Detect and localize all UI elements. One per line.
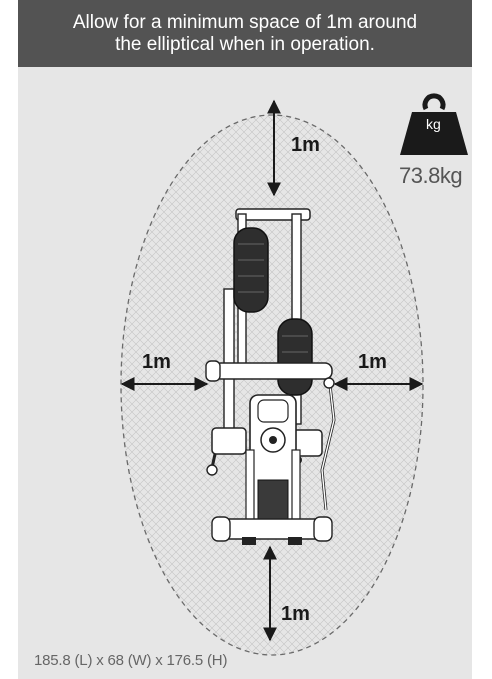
clearance-banner: Allow for a minimum space of 1m around t… [18, 0, 472, 67]
elliptical-machine [205, 208, 336, 545]
label-top-clearance: 1m [291, 134, 320, 156]
label-left-clearance: 1m [142, 351, 171, 373]
label-bottom-clearance: 1m [281, 603, 310, 625]
banner-line-1: Allow for a minimum space of 1m around [72, 12, 418, 33]
label-right-clearance: 1m [358, 351, 387, 373]
weight-icon [400, 93, 468, 155]
weight-unit-label: kg [426, 116, 441, 132]
weight-value: 73.8kg [399, 163, 463, 188]
banner-line-2: the elliptical when in operation. [115, 34, 375, 55]
dimensions-text: 185.8 (L) x 68 (W) x 176.5 (H) [34, 652, 228, 669]
